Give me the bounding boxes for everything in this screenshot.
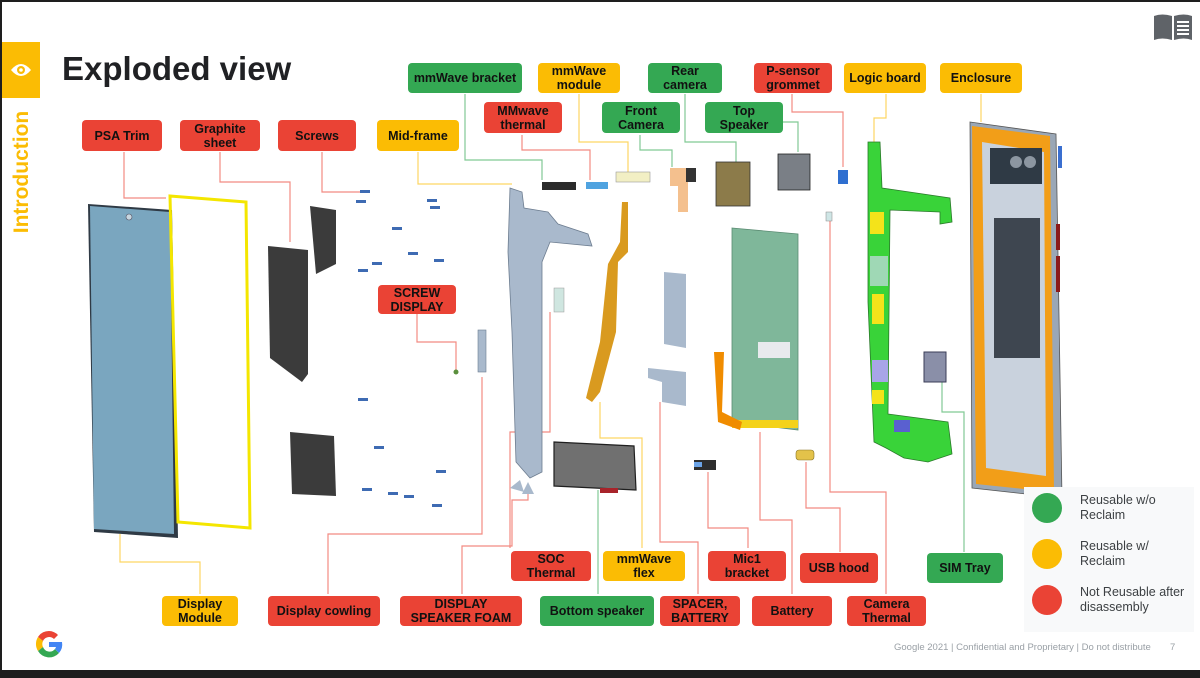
yellow-dot-icon xyxy=(1032,539,1062,569)
leader-display-cowling xyxy=(327,377,483,594)
label-enclosure: Enclosure xyxy=(940,63,1022,93)
leader-psa-trim xyxy=(123,152,166,199)
spacer-battery-part xyxy=(664,272,686,348)
eye-icon xyxy=(11,64,31,76)
leader-mid-frame xyxy=(417,152,512,185)
label-mic1-bracket: Mic1 bracket xyxy=(708,551,786,581)
screw-display-part xyxy=(453,369,459,375)
rear-camera-part xyxy=(715,161,751,207)
leader-logic-board xyxy=(873,94,887,142)
sim-tray-part xyxy=(923,351,947,383)
red-dot-icon xyxy=(1032,585,1062,615)
label-spacer-battery: SPACER, BATTERY xyxy=(660,596,740,626)
leader-screw-display xyxy=(416,314,457,370)
top-speaker-part xyxy=(777,153,811,191)
label-mmwave-flex: mmWave flex xyxy=(603,551,685,581)
leader-mmwave-flex xyxy=(599,402,643,548)
label-front-camera: Front Camera xyxy=(602,102,680,133)
book-icon[interactable] xyxy=(1152,12,1194,42)
mmwave-thermal-part xyxy=(586,182,608,189)
leader-screws xyxy=(321,152,360,193)
leader-camera-thermal xyxy=(829,220,887,594)
usb-hood-part xyxy=(795,449,815,461)
mmwave-module-part xyxy=(615,171,651,183)
page-title: Exploded view xyxy=(62,50,292,87)
speaker-foam-part xyxy=(510,480,524,492)
label-screws: Screws xyxy=(278,120,356,151)
leader-speaker-foam xyxy=(461,488,529,594)
psa-trim-part xyxy=(168,194,252,530)
camera-thermal-part xyxy=(825,211,833,222)
mmwave-flex-part xyxy=(586,202,628,402)
front-camera-part xyxy=(670,168,688,212)
label-logic-board: Logic board xyxy=(844,63,926,93)
label-psa-trim: PSA Trim xyxy=(82,120,162,151)
leader-sim-tray xyxy=(941,382,965,552)
leader-front-camera xyxy=(639,135,673,167)
label-mmwave-thermal: MMwave thermal xyxy=(484,102,562,133)
legend-item-green: Reusable w/o Reclaim xyxy=(1032,493,1190,523)
legend-item-red: Not Reusable after disassembly xyxy=(1032,585,1190,615)
battery-part xyxy=(714,227,799,431)
mic1-bracket-part xyxy=(694,460,716,470)
page-number: 7 xyxy=(1170,642,1176,653)
leader-mmwave-thermal xyxy=(521,135,591,180)
label-display-speaker-foam: DISPLAY SPEAKER FOAM xyxy=(400,596,522,626)
leader-mmwave-bracket xyxy=(464,94,543,180)
leader-battery xyxy=(759,432,793,594)
leader-mmwave-module xyxy=(578,94,629,172)
graphite-sheet-part xyxy=(268,206,336,496)
mmwave-bracket-part xyxy=(542,182,576,190)
leader-usb-hood xyxy=(805,462,841,552)
leader-p-sensor xyxy=(791,94,844,167)
label-screw-display: SCREW DISPLAY xyxy=(378,285,456,314)
leader-mic1 xyxy=(707,472,749,548)
label-display-cowling: Display cowling xyxy=(268,596,380,626)
legend-item-yellow: Reusable w/ Reclaim xyxy=(1032,539,1190,569)
label-usb-hood: USB hood xyxy=(800,553,878,583)
bottom-speaker-part xyxy=(553,441,637,491)
label-mmwave-module: mmWave module xyxy=(538,63,620,93)
label-camera-thermal: Camera Thermal xyxy=(847,596,926,626)
label-mid-frame: Mid-frame xyxy=(377,120,459,151)
legend: Reusable w/o Reclaim Reusable w/ Reclaim… xyxy=(1024,487,1194,632)
section-tab xyxy=(2,42,40,98)
p-sensor-part xyxy=(838,170,848,184)
leader-rear-camera xyxy=(684,94,737,162)
enclosure-part xyxy=(969,121,1063,499)
label-display-module: Display Module xyxy=(162,596,238,626)
label-soc-thermal: SOC Thermal xyxy=(511,551,591,581)
label-top-speaker: Top Speaker xyxy=(705,102,783,133)
leader-display-module xyxy=(119,534,201,594)
label-battery: Battery xyxy=(752,596,832,626)
mid-frame-part xyxy=(507,187,593,479)
logic-board-part xyxy=(867,141,953,463)
green-dot-icon xyxy=(1032,493,1062,523)
label-sim-tray: SIM Tray xyxy=(927,553,1003,583)
leader-spacer-battery xyxy=(659,402,699,594)
label-mmwave-bracket: mmWave bracket xyxy=(408,63,522,93)
soc-thermal-part xyxy=(553,287,565,313)
label-bottom-speaker: Bottom speaker xyxy=(540,596,654,626)
label-p-sensor-grommet: P-sensor grommet xyxy=(754,63,832,93)
screws-part xyxy=(356,190,446,507)
display-module-part xyxy=(88,204,178,538)
footer-text: Google 2021 | Confidential and Proprieta… xyxy=(894,642,1151,653)
label-rear-camera: Rear camera xyxy=(648,63,722,93)
leader-graphite xyxy=(219,152,291,242)
google-logo-icon xyxy=(35,630,63,658)
label-graphite-sheet: Graphite sheet xyxy=(180,120,260,151)
